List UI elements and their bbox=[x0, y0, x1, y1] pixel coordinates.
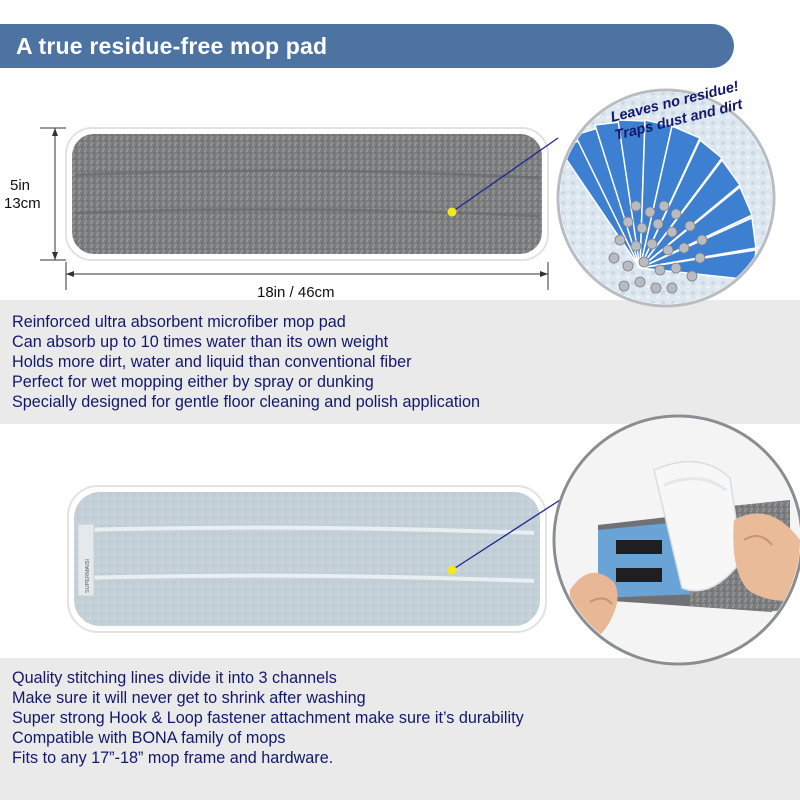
height-label: 5in 13cm bbox=[4, 177, 41, 213]
page-title: A true residue-free mop pad bbox=[16, 33, 328, 59]
height-centimeters: 13cm bbox=[4, 195, 41, 212]
brand-label bbox=[77, 523, 95, 597]
features-band-top bbox=[0, 300, 800, 424]
pointer-line-top bbox=[451, 137, 559, 213]
features-band-bottom bbox=[0, 658, 800, 800]
mop-pad-front bbox=[65, 127, 549, 261]
magnifier-attachment bbox=[552, 414, 800, 666]
height-inches: 5in bbox=[10, 177, 31, 194]
width-label: 18in / 46cm bbox=[257, 284, 335, 301]
height-dimension bbox=[40, 127, 66, 261]
pointer-line-bottom bbox=[451, 499, 561, 571]
feature-item: Holds more dirt, water and liquid than c… bbox=[12, 353, 412, 371]
header-banner bbox=[0, 24, 734, 68]
features-list-top: Reinforced ultra absorbent microfiber mo… bbox=[12, 312, 480, 412]
feature-item: Fits to any 17”-18” mop frame and hardwa… bbox=[12, 749, 334, 767]
feature-item: Make sure it will never get to shrink af… bbox=[12, 689, 366, 707]
pointer-dot-bottom bbox=[447, 565, 457, 575]
feature-item: Reinforced ultra absorbent microfiber mo… bbox=[12, 313, 346, 331]
feature-item: Compatible with BONA family of mops bbox=[12, 729, 286, 747]
feature-item: Can absorb up to 10 times water than its… bbox=[12, 333, 389, 351]
feature-item: Quality stitching lines divide it into 3… bbox=[12, 669, 337, 687]
width-dimension bbox=[65, 262, 549, 290]
feature-item: Specially designed for gentle floor clea… bbox=[12, 393, 480, 411]
brand-label-text: SUPERMAISI bbox=[85, 559, 91, 593]
feature-item: Perfect for wet mopping either by spray … bbox=[12, 373, 374, 391]
svg-text:SUPERMAISI: SUPERMAISI bbox=[85, 559, 91, 593]
mop-pad-back: SUPERMAISI bbox=[67, 485, 547, 633]
magnifier-residue: Leaves no residue! Traps dust and dirt bbox=[556, 79, 776, 308]
pointer-dot-top bbox=[447, 207, 457, 217]
feature-item: Super strong Hook & Loop fastener attach… bbox=[12, 709, 524, 727]
features-list-bottom: Quality stitching lines divide it into 3… bbox=[12, 668, 524, 768]
